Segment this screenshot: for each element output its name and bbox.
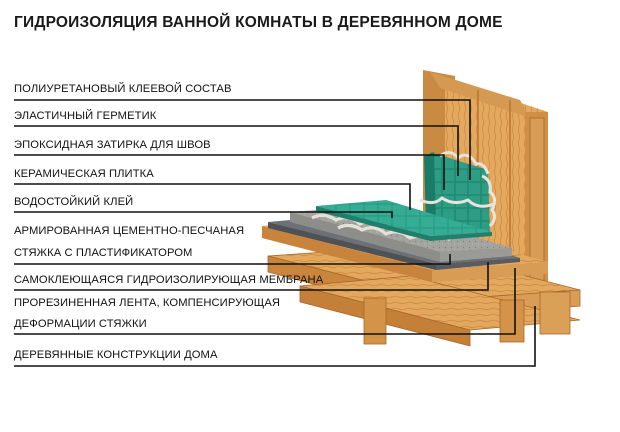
label-rubberized-tape-line2: ДЕФОРМАЦИИ СТЯЖКИ	[14, 318, 147, 330]
sealant-swirls	[419, 151, 497, 228]
label-polyurethane-adhesive: ПОЛИУРЕТАНОВЫЙ КЛЕЕВОЙ СОСТАВ	[14, 83, 232, 95]
leader-line-9	[14, 306, 536, 367]
leader-line-5	[14, 211, 393, 218]
label-ceramic-tile: КЕРАМИЧЕСКАЯ ПЛИТКА	[14, 168, 154, 180]
label-epoxy-grout: ЭПОКСИДНАЯ ЗАТИРКА ДЛЯ ШВОВ	[14, 139, 211, 151]
leader-line-3	[14, 154, 445, 190]
label-wooden-structures: ДЕРЕВЯННЫЕ КОНСТРУКЦИИ ДОМА	[14, 349, 218, 361]
leader-line-6	[14, 254, 451, 265]
label-reinforced-screed-line2: СТЯЖКА С ПЛАСТИФИКАТОРОМ	[14, 247, 193, 259]
leader-line-2	[14, 125, 459, 176]
leader-line-1	[14, 99, 471, 180]
label-waterproof-adhesive: ВОДОСТОЙКИЙ КЛЕЙ	[14, 196, 134, 208]
leader-line-7	[14, 262, 489, 291]
label-elastic-sealant: ЭЛАСТИЧНЫЙ ГЕРМЕТИК	[14, 110, 157, 122]
leader-lines	[14, 99, 536, 367]
wooden-beams	[267, 245, 581, 347]
label-self-adhesive-membrane: САМОКЛЕЮЩАЯСЯ ГИДРОИЗОЛИРУЮЩАЯ МЕМБРАНА	[14, 274, 324, 286]
leader-line-8	[14, 268, 516, 335]
label-reinforced-screed-line1: АРМИРОВАННАЯ ЦЕМЕНТНО-ПЕСЧАНАЯ	[14, 225, 245, 237]
page-title: ГИДРОИЗОЛЯЦИЯ ВАННОЙ КОМНАТЫ В ДЕРЕВЯННО…	[14, 14, 503, 31]
leader-line-4	[14, 183, 411, 210]
wall-tiles	[424, 152, 490, 234]
label-rubberized-tape-line1: ПРОРЕЗИНЕННАЯ ЛЕНТА, КОМПЕНСИРУЮЩАЯ	[14, 297, 281, 309]
floor-tiles	[316, 200, 492, 241]
